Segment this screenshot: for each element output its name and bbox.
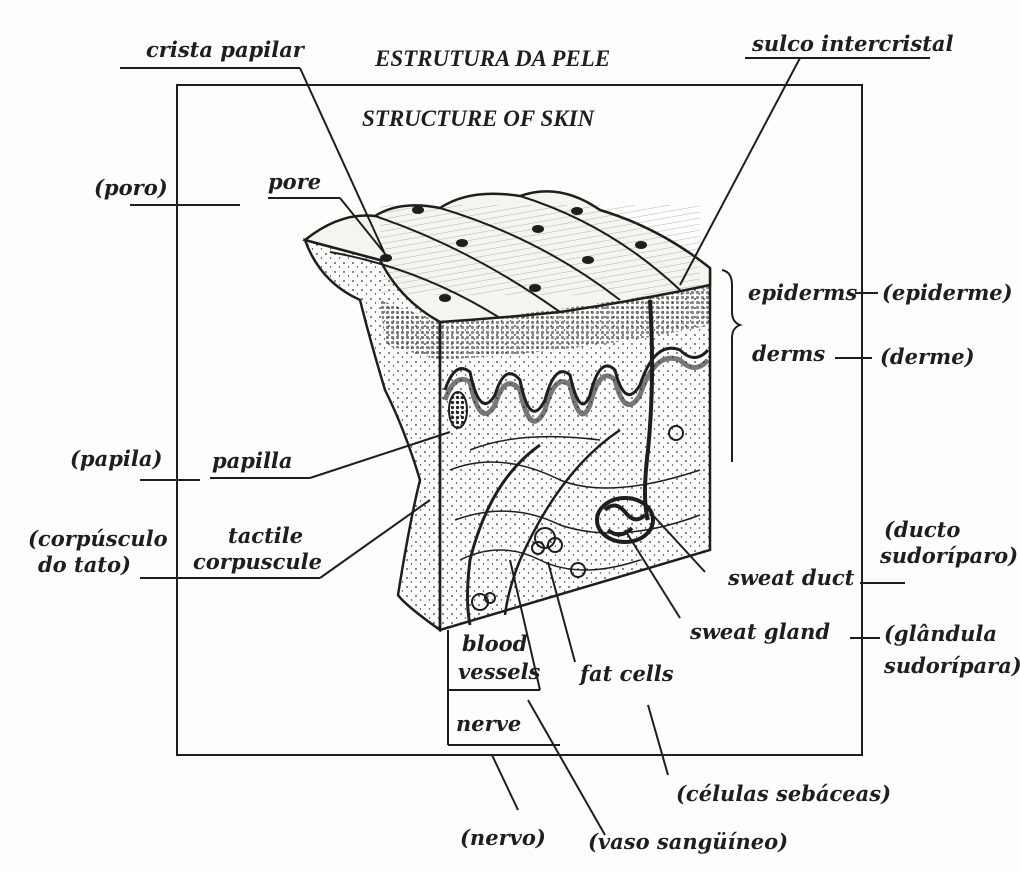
tactile-corpuscle	[449, 392, 467, 428]
title-portuguese: ESTRUTURA DA PELE	[375, 46, 610, 72]
ridge-hatching	[380, 205, 700, 295]
label-corpusculo-line2: do tato)	[38, 553, 131, 577]
label-papila: (papila)	[70, 447, 162, 471]
label-corpusculo-line1: (corpúsculo	[28, 527, 168, 551]
label-sweat-gland: sweat gland	[690, 620, 830, 644]
label-crista-papilar: crista papilar	[146, 38, 304, 62]
layer-brace	[722, 270, 740, 462]
label-glandula-line1: (glândula	[884, 622, 997, 646]
label-blood-line1: blood	[462, 632, 527, 656]
label-nervo: (nervo)	[460, 826, 546, 850]
label-pore: pore	[268, 170, 321, 194]
label-derms: derms	[752, 342, 825, 366]
label-tactile-line1: tactile	[228, 524, 303, 548]
label-papilla: papilla	[212, 449, 293, 473]
label-tactile-line2: corpuscule	[193, 550, 322, 574]
label-ducto-line1: (ducto	[884, 518, 960, 542]
label-glandula-line2: sudorípara)	[884, 654, 1020, 678]
title-english: STRUCTURE OF SKIN	[362, 106, 594, 132]
label-blood-line2: vessels	[458, 660, 540, 684]
label-derme: (derme)	[880, 345, 975, 369]
label-vaso-sanguineo: (vaso sangüíneo)	[588, 830, 788, 854]
label-fat-cells: fat cells	[580, 662, 674, 686]
label-sulco-intercristal: sulco intercristal	[752, 32, 953, 56]
label-epiderms: epiderms	[748, 281, 857, 305]
label-epiderme: (epiderme)	[882, 281, 1013, 305]
label-sweat-duct: sweat duct	[728, 566, 854, 590]
label-poro: (poro)	[94, 176, 168, 200]
label-ducto-line2: sudoríparo)	[880, 544, 1018, 568]
label-celulas-sebaceas: (células sebáceas)	[676, 782, 891, 806]
label-nerve: nerve	[456, 712, 521, 736]
